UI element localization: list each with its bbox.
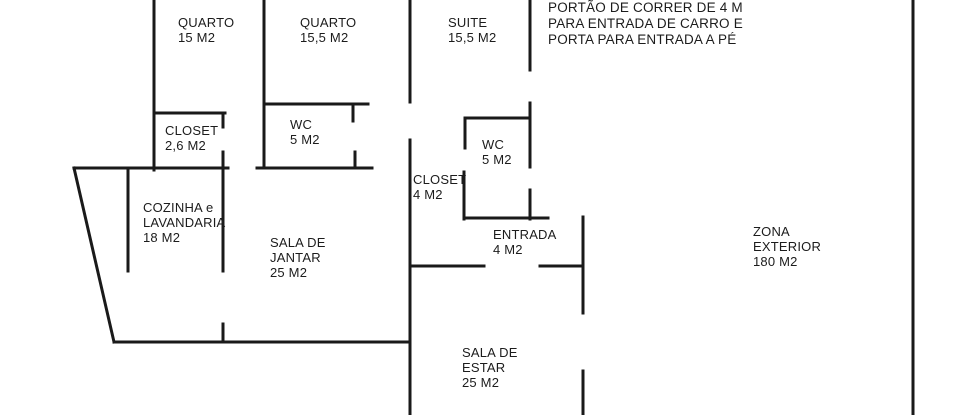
room-label-entrada: ENTRADA 4 M2 — [493, 227, 557, 257]
room-label-zona-exterior: ZONA EXTERIOR 180 M2 — [753, 224, 822, 269]
room-label-closet-1: CLOSET 2,6 M2 — [165, 123, 219, 153]
room-label-sala-de-jantar: SALA DE JANTAR 25 M2 — [270, 235, 326, 280]
room-label-wc-1: WC 5 M2 — [290, 117, 320, 147]
gate-note-label: PORTÃO DE CORRER DE 4 M PARA ENTRADA DE … — [548, 0, 743, 47]
wall-cozinha-diagonal — [72, 166, 116, 344]
room-label-cozinha-lavandaria: COZINHA e LAVANDARIA 18 M2 — [143, 200, 226, 245]
room-label-wc-2: WC 5 M2 — [482, 137, 512, 167]
room-label-sala-de-estar: SALA DE ESTAR 25 M2 — [462, 345, 518, 390]
room-label-quarto-1: QUARTO 15 M2 — [178, 15, 235, 45]
room-label-suite: SUITE 15,5 M2 — [448, 15, 497, 45]
room-label-quarto-2: QUARTO 15,5 M2 — [300, 15, 357, 45]
room-label-closet-2: CLOSET 4 M2 — [413, 172, 467, 202]
